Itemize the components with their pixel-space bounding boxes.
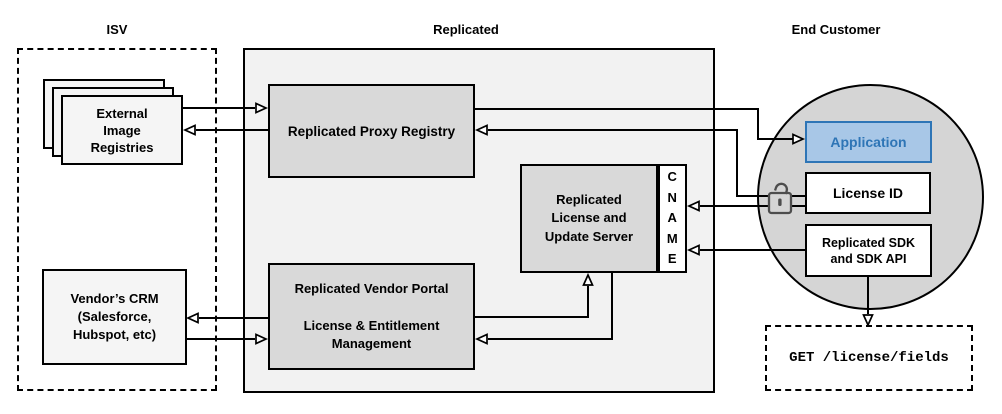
external-image-registries-node: External Image Registries [61, 95, 183, 165]
vendors-crm-node: Vendor’s CRM (Salesforce, Hubspot, etc) [42, 269, 187, 365]
license-id-node: License ID [805, 172, 931, 214]
get-license-fields-node: GET /license/fields [765, 325, 973, 391]
replicated-sdk-node: Replicated SDK and SDK API [805, 224, 932, 277]
replicated-section-title: Replicated [433, 22, 499, 37]
application-node: Application [805, 121, 932, 163]
replicated-vendor-portal-node: Replicated Vendor Portal License & Entit… [268, 263, 475, 370]
replicated-license-update-server-node: Replicated License and Update Server [520, 164, 658, 273]
replicated-proxy-registry-node: Replicated Proxy Registry [268, 84, 475, 178]
isv-section-title: ISV [106, 22, 128, 37]
cname-node: C N A M E [658, 164, 687, 273]
arrowhead-icon [862, 314, 874, 328]
end-customer-section-title: End Customer [791, 22, 881, 37]
